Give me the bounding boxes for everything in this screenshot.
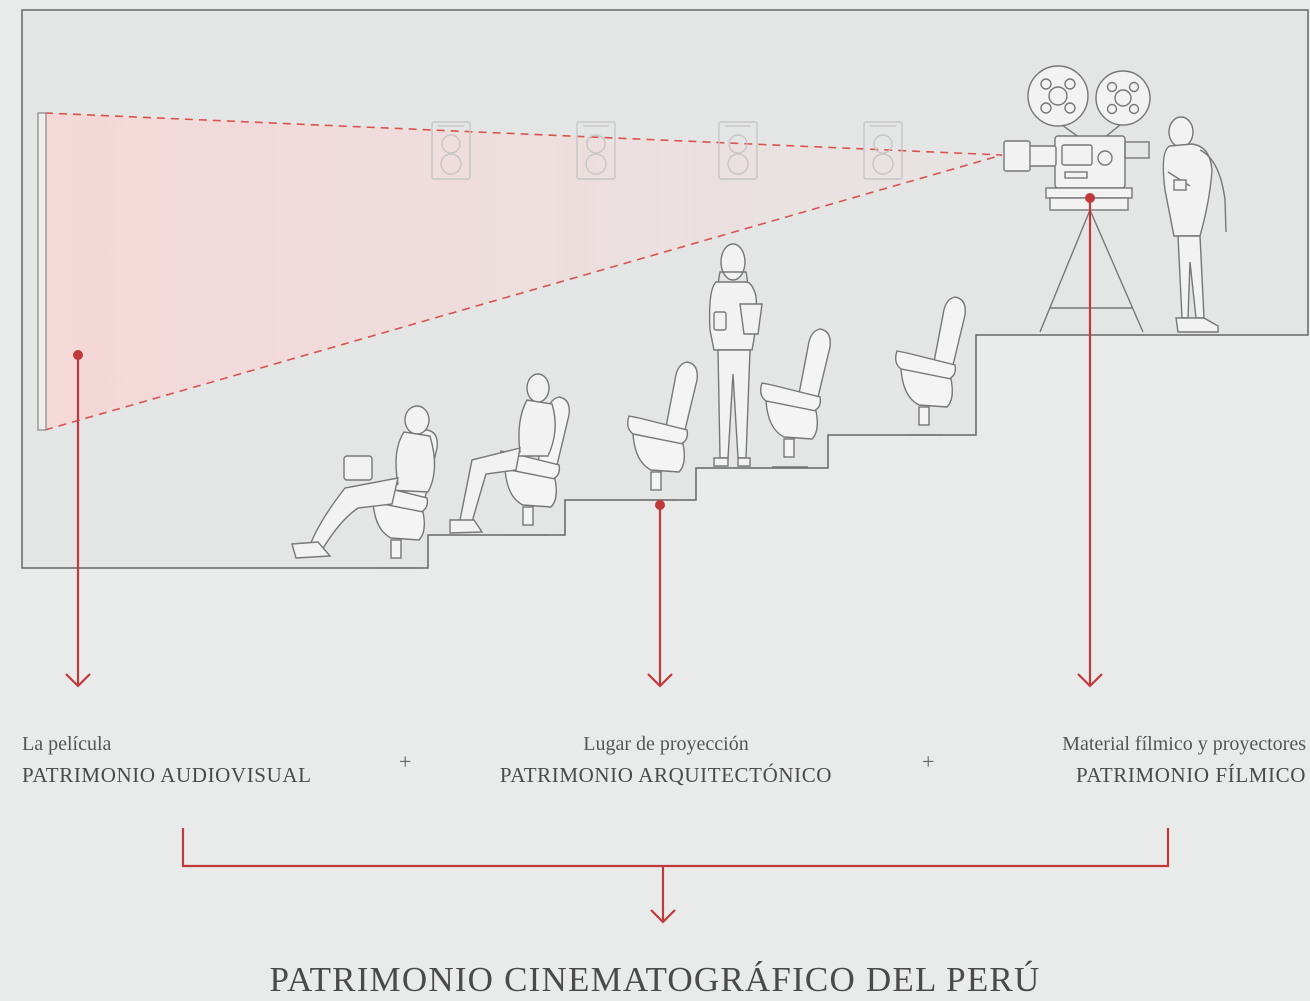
standing-person-icon (708, 243, 763, 467)
plus-sign-2: + (922, 749, 935, 774)
final-title: PATRIMONIO CINEMATOGRÁFICO DEL PERÚ (269, 960, 1041, 999)
movie-screen-icon (37, 112, 47, 431)
speaker-icon (431, 121, 903, 180)
caption-title-pelicula: La película (22, 733, 112, 755)
caption-subtitle-audiovisual: PATRIMONIO AUDIOVISUAL (22, 763, 312, 787)
caption-subtitle-arquitectonico: PATRIMONIO ARQUITECTÓNICO (499, 763, 833, 787)
projection-beam (44, 112, 1003, 431)
caption-subtitle-filmico: PATRIMONIO FÍLMICO (1076, 763, 1306, 787)
caption-title-material: Material fílmico y proyectores (1062, 733, 1306, 755)
seated-person-icon (291, 373, 556, 559)
caption-title-lugar: Lugar de proyección (583, 733, 749, 755)
connector-lines (65, 193, 1170, 924)
plus-sign-1: + (399, 749, 412, 774)
projectionist-person-icon (1162, 116, 1227, 333)
film-projector-icon (1003, 65, 1151, 333)
